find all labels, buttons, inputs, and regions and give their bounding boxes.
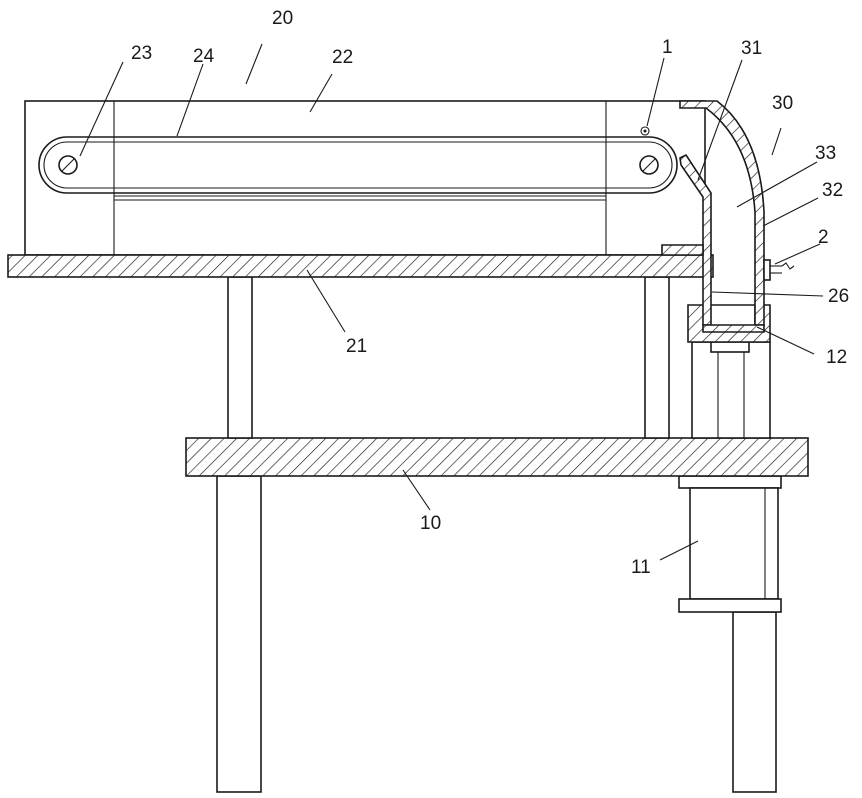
- right-lower-leg: [733, 612, 776, 792]
- switch-2: [764, 260, 794, 280]
- guide-column: [692, 342, 770, 438]
- label-30: 30: [772, 93, 793, 114]
- left-lower-leg: [217, 476, 261, 792]
- left-roller-23: [59, 156, 77, 174]
- upper-right-leg: [645, 277, 669, 438]
- label-21: 21: [346, 336, 367, 357]
- base-plate-10: [186, 438, 808, 476]
- label-23: 23: [131, 43, 152, 64]
- label-11: 11: [631, 557, 651, 578]
- label-26: 26: [828, 286, 849, 307]
- label-2: 2: [818, 227, 829, 248]
- upper-left-leg: [228, 277, 252, 438]
- label-10: 10: [420, 513, 441, 534]
- label-24: 24: [193, 46, 215, 67]
- cylinder-11: [679, 476, 781, 612]
- label-1: 1: [662, 37, 673, 58]
- conveyor-frame-20: [25, 101, 705, 255]
- label-31: 31: [741, 38, 762, 59]
- label-20: 20: [272, 8, 293, 29]
- label-32: 32: [822, 180, 843, 201]
- table-plate-21: [8, 255, 713, 277]
- label-12: 12: [826, 347, 847, 368]
- label-33: 33: [815, 143, 836, 164]
- right-roller: [640, 156, 658, 174]
- label-22: 22: [332, 47, 353, 68]
